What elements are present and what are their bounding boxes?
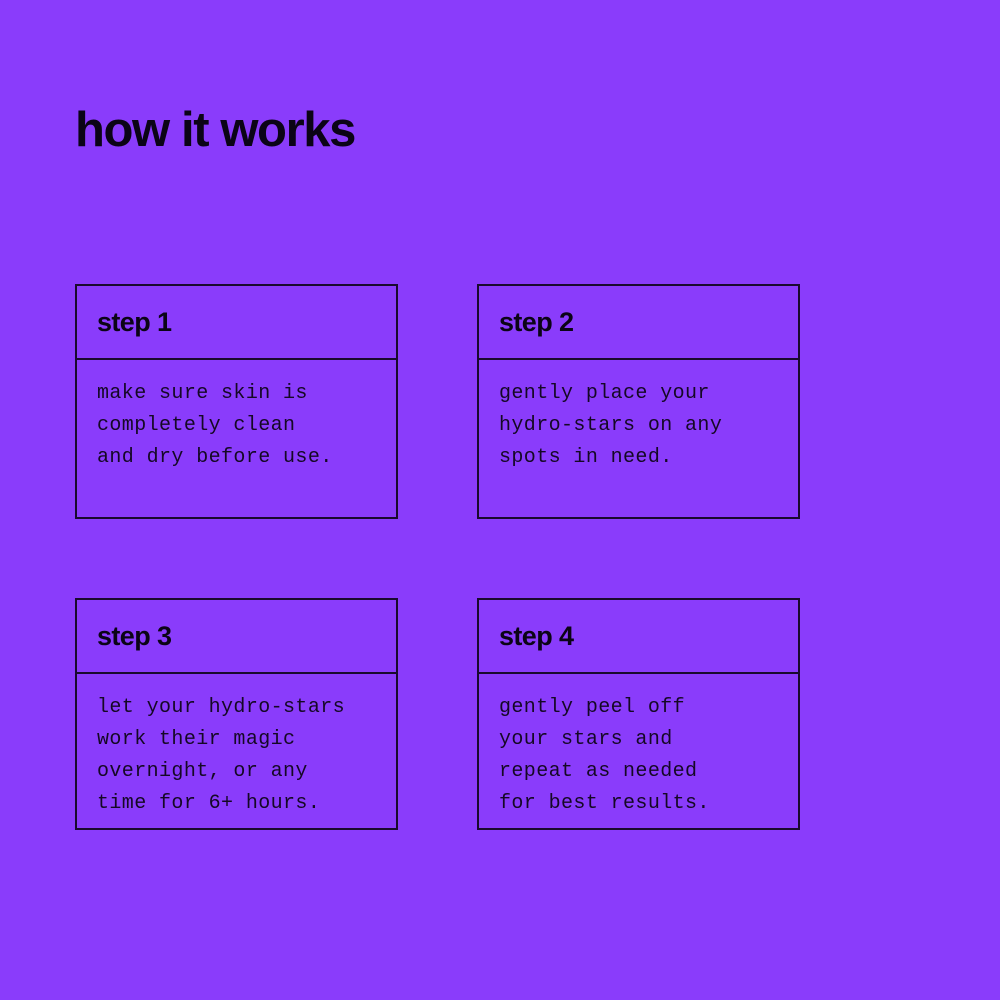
- step-card-3-line-3: overnight, or any: [97, 760, 308, 783]
- step-card-1: step 1 make sure skin is completely clea…: [75, 284, 398, 519]
- steps-row-2: step 3 let your hydro-stars work their m…: [75, 598, 800, 830]
- step-card-4-header: step 4: [479, 600, 798, 674]
- step-card-2-line-3: spots in need.: [499, 446, 673, 469]
- step-card-2-line-1: gently place your: [499, 382, 710, 405]
- page-title: how it works: [75, 103, 356, 157]
- step-card-4-title: step 4: [499, 620, 574, 651]
- step-card-3-line-1: let your hydro-stars: [97, 696, 346, 719]
- step-card-2-header: step 2: [479, 286, 798, 360]
- step-card-4-line-4: for best results.: [499, 792, 710, 815]
- step-card-1-line-3: and dry before use.: [97, 446, 333, 469]
- step-card-3-header: step 3: [77, 600, 396, 674]
- step-card-3: step 3 let your hydro-stars work their m…: [75, 598, 398, 830]
- step-card-4-body: gently peel off your stars and repeat as…: [479, 674, 798, 828]
- steps-grid: step 1 make sure skin is completely clea…: [75, 284, 800, 830]
- step-card-2-title: step 2: [499, 306, 574, 337]
- step-card-1-line-2: completely clean: [97, 414, 296, 437]
- step-card-4-line-3: repeat as needed: [499, 760, 698, 783]
- step-card-3-body: let your hydro-stars work their magic ov…: [77, 674, 396, 828]
- step-card-4-line-2: your stars and: [499, 728, 673, 751]
- step-card-1-body: make sure skin is completely clean and d…: [77, 360, 396, 517]
- step-card-3-line-4: time for 6+ hours.: [97, 792, 321, 815]
- step-card-1-line-1: make sure skin is: [97, 382, 308, 405]
- step-card-1-title: step 1: [97, 306, 172, 337]
- steps-row-1: step 1 make sure skin is completely clea…: [75, 284, 800, 519]
- step-card-3-line-2: work their magic: [97, 728, 296, 751]
- step-card-2-body: gently place your hydro-stars on any spo…: [479, 360, 798, 517]
- step-card-2-line-2: hydro-stars on any: [499, 414, 723, 437]
- step-card-4: step 4 gently peel off your stars and re…: [477, 598, 800, 830]
- step-card-2: step 2 gently place your hydro-stars on …: [477, 284, 800, 519]
- step-card-1-header: step 1: [77, 286, 396, 360]
- step-card-4-line-1: gently peel off: [499, 696, 686, 719]
- step-card-3-title: step 3: [97, 620, 172, 651]
